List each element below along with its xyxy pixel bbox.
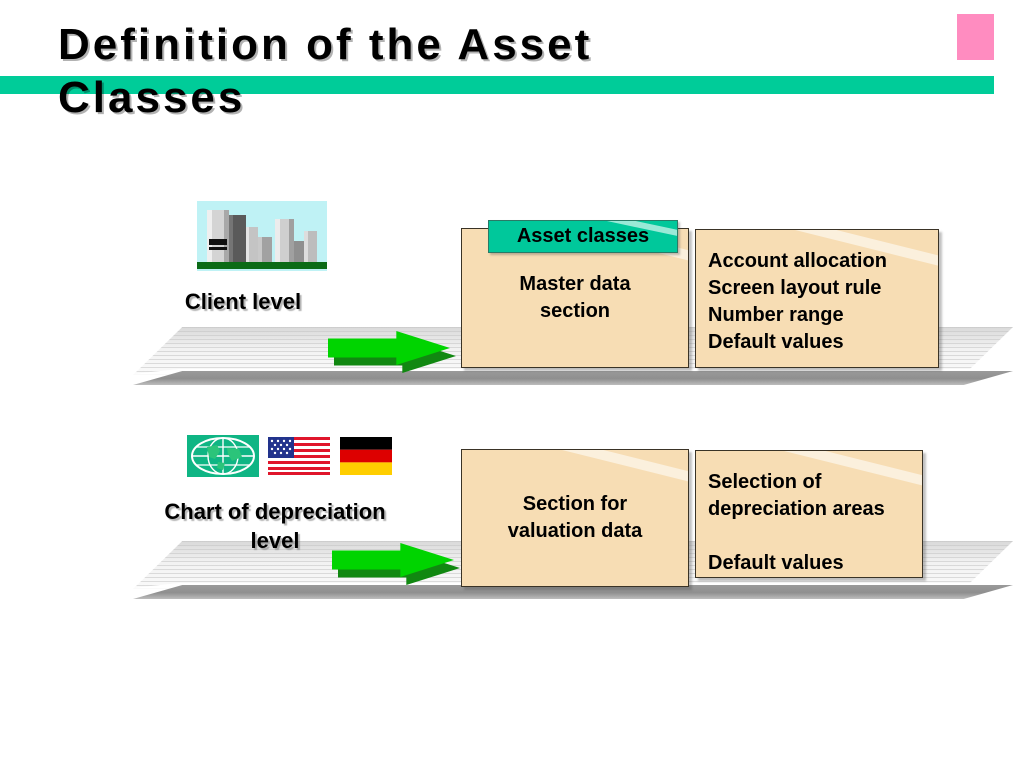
platform-edge <box>133 371 1013 385</box>
globe-icon <box>187 435 259 477</box>
box-valuation-text: Section for valuation data <box>507 493 643 542</box>
title-accent-bar <box>0 76 994 94</box>
page-title: Definition of the Asset Classes <box>58 20 593 122</box>
germany-flag-icon <box>340 437 392 475</box>
green-right-arrow-row1 <box>328 331 456 373</box>
asset-classes-tab-label: Asset classes <box>516 225 650 247</box>
box-account-allocation-text: Account allocation Screen layout rule Nu… <box>708 250 887 353</box>
box-selection-of-depreciation-areas[interactable]: Selection of depreciation areas Default … <box>695 450 923 578</box>
box-section-for-valuation-data[interactable]: Section for valuation data <box>461 449 689 587</box>
green-right-arrow-row2 <box>332 543 460 585</box>
us-flag-icon <box>268 437 330 475</box>
box-selection-text: Selection of depreciation areas Default … <box>708 471 885 574</box>
corner-chip-decoration <box>957 14 994 60</box>
platform-edge <box>133 585 1013 599</box>
city-skyline-icon <box>197 201 327 271</box>
caption-client-level: Client level <box>184 289 302 314</box>
caption-chart-of-depreciation-level: Chart of depreciation level <box>164 499 386 553</box>
asset-classes-tab[interactable]: Asset classes <box>488 220 678 253</box>
box-account-allocation[interactable]: Account allocation Screen layout rule Nu… <box>695 229 939 368</box>
box-master-data-text: Master data section <box>519 273 631 322</box>
